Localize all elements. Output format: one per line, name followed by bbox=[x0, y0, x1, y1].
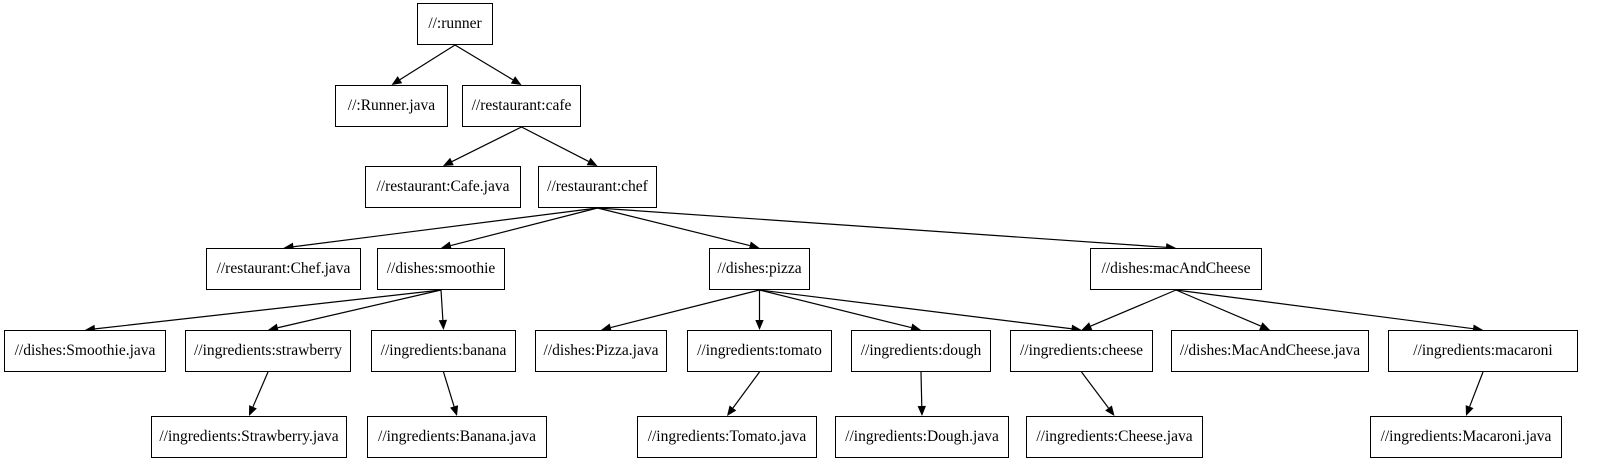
graph-node-dishes_mac[interactable]: //dishes:macAndCheese bbox=[1090, 248, 1262, 290]
graph-node-label: //restaurant:cafe bbox=[471, 97, 572, 115]
graph-node-ing_tomato[interactable]: //ingredients:tomato bbox=[687, 330, 832, 372]
graph-edge-arrowhead bbox=[755, 320, 764, 330]
graph-node-dishes_smoothie[interactable]: //dishes:smoothie bbox=[377, 248, 505, 290]
graph-node-label: //dishes:Pizza.java bbox=[543, 342, 659, 360]
graph-edge bbox=[759, 289, 1072, 330]
graph-edge-arrowhead bbox=[1081, 322, 1093, 330]
graph-edge bbox=[450, 207, 598, 247]
graph-edge bbox=[610, 289, 760, 329]
graph-edge bbox=[732, 371, 760, 409]
graph-edge bbox=[1090, 289, 1177, 327]
graph-node-tomato_java[interactable]: //ingredients:Tomato.java bbox=[637, 416, 817, 458]
graph-node-macaroni_java[interactable]: //ingredients:Macaroni.java bbox=[1370, 416, 1562, 458]
graph-node-label: //ingredients:tomato bbox=[697, 342, 822, 360]
graph-node-label: //ingredients:Strawberry.java bbox=[159, 428, 339, 446]
graph-edge-arrowhead bbox=[391, 76, 403, 85]
graph-node-chef_java[interactable]: //restaurant:Chef.java bbox=[206, 248, 361, 290]
graph-node-strawberry_java[interactable]: //ingredients:Strawberry.java bbox=[151, 416, 347, 458]
graph-node-label: //ingredients:banana bbox=[380, 342, 507, 360]
graph-node-dishes_pizza[interactable]: //dishes:pizza bbox=[709, 248, 810, 290]
graph-node-label: //dishes:MacAndCheese.java bbox=[1179, 342, 1361, 360]
graph-node-ing_banana[interactable]: //ingredients:banana bbox=[371, 330, 516, 372]
graph-edge-arrowhead bbox=[586, 157, 598, 166]
graph-node-pizza_java[interactable]: //dishes:Pizza.java bbox=[535, 330, 667, 372]
graph-node-label: //restaurant:Cafe.java bbox=[376, 178, 510, 196]
graph-edge bbox=[1175, 289, 1262, 327]
graph-edge bbox=[94, 289, 442, 330]
graph-node-label: //ingredients:Cheese.java bbox=[1036, 428, 1193, 446]
graph-edge-arrowhead bbox=[510, 76, 522, 85]
graph-node-smoothie_java[interactable]: //dishes:Smoothie.java bbox=[4, 330, 166, 372]
graph-node-ing_cheese[interactable]: //ingredients:cheese bbox=[1010, 330, 1153, 372]
graph-edge bbox=[277, 289, 442, 329]
graph-node-label: //:runner bbox=[428, 15, 482, 33]
graph-edge bbox=[440, 289, 444, 321]
graph-edge bbox=[293, 207, 598, 248]
graph-node-label: //restaurant:Chef.java bbox=[216, 260, 351, 278]
graph-node-label: //ingredients:cheese bbox=[1019, 342, 1144, 360]
graph-edge bbox=[252, 371, 269, 408]
graph-node-label: //ingredients:Tomato.java bbox=[647, 428, 807, 446]
graph-edge bbox=[521, 126, 589, 162]
graph-node-mac_java[interactable]: //dishes:MacAndCheese.java bbox=[1171, 330, 1369, 372]
graph-edge-arrowhead bbox=[1105, 405, 1115, 416]
graph-edge-arrowhead bbox=[1465, 405, 1474, 416]
graph-node-ing_dough[interactable]: //ingredients:dough bbox=[851, 330, 991, 372]
graph-edge bbox=[451, 126, 522, 163]
graph-edge bbox=[454, 44, 514, 81]
graph-node-label: //ingredients:Banana.java bbox=[378, 428, 536, 446]
graph-node-label: //dishes:Smoothie.java bbox=[14, 342, 156, 360]
graph-edge-arrowhead bbox=[438, 319, 448, 330]
graph-node-restaurant_cafe[interactable]: //restaurant:cafe bbox=[462, 85, 581, 127]
graph-node-label: //dishes:macAndCheese bbox=[1101, 260, 1251, 278]
graph-node-label: //ingredients:Dough.java bbox=[845, 428, 999, 446]
graph-node-ing_strawberry[interactable]: //ingredients:strawberry bbox=[185, 330, 351, 372]
graph-edge-arrowhead bbox=[443, 157, 454, 166]
graph-node-label: //restaurant:chef bbox=[547, 178, 648, 196]
graph-node-label: //ingredients:macaroni bbox=[1413, 342, 1553, 360]
graph-edge bbox=[597, 207, 750, 247]
graph-edge-arrowhead bbox=[249, 405, 257, 416]
graph-node-label: //:Runner.java bbox=[347, 97, 436, 115]
graph-node-banana_java[interactable]: //ingredients:Banana.java bbox=[367, 416, 547, 458]
graph-edge bbox=[597, 207, 1167, 248]
graph-node-restaurant_chef[interactable]: //restaurant:chef bbox=[538, 166, 657, 208]
graph-node-label: //dishes:pizza bbox=[717, 260, 802, 278]
graph-node-cafe_java[interactable]: //restaurant:Cafe.java bbox=[365, 166, 521, 208]
graph-node-label: //dishes:smoothie bbox=[386, 260, 496, 278]
graph-edge bbox=[442, 371, 455, 407]
graph-node-label: //ingredients:strawberry bbox=[193, 342, 343, 360]
graph-edge-arrowhead bbox=[450, 405, 459, 416]
graph-edge-arrowhead bbox=[917, 405, 926, 416]
graph-edge bbox=[1175, 289, 1474, 330]
graph-node-dough_java[interactable]: //ingredients:Dough.java bbox=[835, 416, 1009, 458]
graph-node-label: //ingredients:dough bbox=[860, 342, 982, 360]
graph-edge bbox=[1081, 371, 1109, 409]
graph-node-cheese_java[interactable]: //ingredients:Cheese.java bbox=[1026, 416, 1203, 458]
graph-node-label: //ingredients:Macaroni.java bbox=[1380, 428, 1552, 446]
graph-node-runner[interactable]: //:runner bbox=[417, 3, 493, 45]
graph-node-ing_macaroni[interactable]: //ingredients:macaroni bbox=[1388, 330, 1578, 372]
graph-edge bbox=[1469, 371, 1484, 407]
graph-edge-arrowhead bbox=[1259, 322, 1270, 330]
graph-edge bbox=[759, 289, 912, 329]
graph-node-runner_java[interactable]: //:Runner.java bbox=[335, 85, 448, 127]
graph-edge-arrowhead bbox=[727, 405, 737, 416]
graph-edge bbox=[399, 44, 456, 81]
graph-edge bbox=[920, 371, 923, 407]
